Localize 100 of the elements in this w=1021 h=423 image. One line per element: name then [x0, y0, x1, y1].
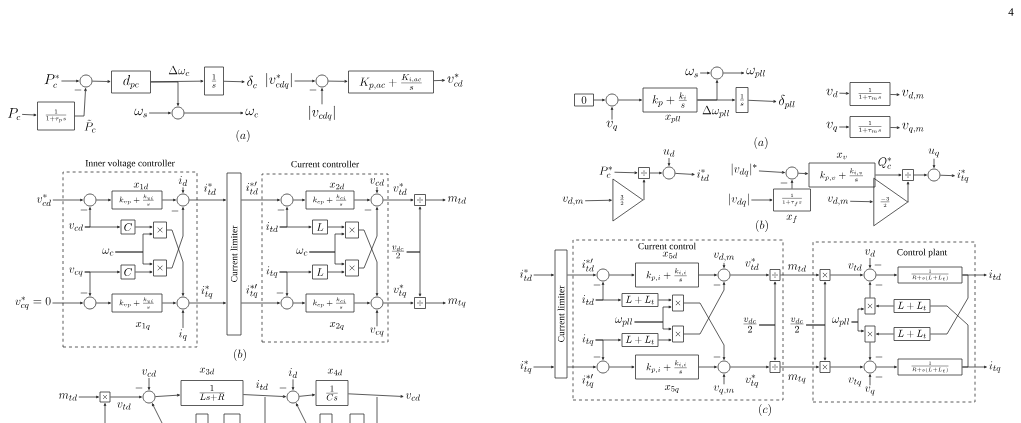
operator-block: $\times$ — [819, 361, 831, 373]
summing-junction — [171, 106, 185, 120]
arrow — [839, 92, 849, 95]
sign-label: $-$ — [74, 89, 82, 91]
arrow — [147, 377, 151, 390]
page-number: 4 — [1008, 8, 1014, 16]
edge-label: $v_{td}$ — [847, 263, 863, 271]
arrow — [354, 198, 370, 202]
sign-label: $-$ — [875, 376, 883, 378]
arrow — [298, 393, 315, 397]
arrow — [876, 332, 894, 336]
transfer-function-block: $L+L_t$ — [621, 293, 659, 307]
arrow — [181, 187, 185, 193]
arrow — [52, 301, 83, 305]
arrow — [723, 71, 745, 75]
operator-block: $\times$ — [864, 297, 876, 315]
operator-block: $\div$ — [638, 167, 650, 179]
sign-label: $-$ — [874, 264, 882, 266]
operator-block: $\div$ — [902, 169, 914, 181]
signal-label: $m_{td}$ — [447, 196, 466, 204]
sign-label: $-$ — [364, 209, 372, 211]
arrow — [595, 282, 605, 301]
arrow — [223, 80, 245, 84]
arrow — [243, 394, 286, 398]
arrow — [320, 88, 324, 105]
arrow — [876, 273, 897, 277]
arrow — [78, 395, 99, 399]
arrow — [683, 302, 726, 360]
edge-label: $v_{tq}$ — [847, 377, 863, 387]
state-label: $x_f$ — [786, 214, 797, 224]
edge-label: $v_{tq}^*$ — [392, 284, 408, 298]
arrow — [790, 180, 794, 189]
arrow — [383, 198, 414, 202]
signal-label: $\omega_c$ — [296, 248, 308, 256]
signal-label: $v_{cd}$ — [68, 223, 83, 231]
arrow — [584, 198, 612, 202]
signal-label: $v_{cd}^*$ — [36, 194, 51, 207]
arrow — [890, 126, 900, 129]
gain-block: $\times$ — [153, 221, 167, 239]
arrow — [189, 301, 226, 305]
arrow — [698, 365, 717, 369]
arrow — [110, 395, 142, 399]
sign-label: $-$ — [713, 284, 721, 286]
signal-label: $v_{d,m}$ — [562, 196, 584, 206]
arrow — [327, 270, 345, 274]
signal-label: $i_{td}^*$ — [520, 269, 532, 282]
state-label: $x_{5q}$ — [664, 384, 679, 393]
arrow — [851, 321, 864, 333]
transfer-function-block: $k_{cp}+\frac{k_{ci}}{s}$ — [305, 190, 355, 210]
limiter-block: Current limiter — [554, 249, 568, 379]
signal-label: $\delta_{pll}$ — [779, 94, 795, 109]
signal-label: $v_{cq}$ — [69, 267, 83, 277]
arrow — [84, 271, 92, 296]
state-label: $x_{2q}$ — [329, 321, 344, 330]
arrow — [868, 257, 872, 268]
transfer-function-block: $k_{vp}+\frac{k_{vi}}{s}$ — [111, 293, 163, 313]
arrow — [642, 179, 646, 201]
signal-label: $i_{tq}$ — [989, 361, 1001, 373]
edge-label: $Q_c^*$ — [877, 156, 893, 170]
arrow — [279, 271, 289, 296]
arrow — [593, 98, 605, 102]
arrow — [533, 365, 554, 369]
signal-label: $i_{tq}$ — [582, 334, 594, 346]
arrow — [358, 207, 379, 269]
signal-label: $P_c^*$ — [599, 166, 613, 178]
transfer-function-block: $k_{cp}+\frac{k_{ci}}{s}$ — [305, 293, 355, 313]
transfer-function-block: $\frac{1}{Cs}$ — [315, 380, 349, 406]
signal-label: $\omega_s$ — [685, 68, 698, 78]
signal-label: $u_d$ — [663, 149, 675, 157]
arrow — [868, 374, 872, 386]
arrow — [838, 125, 849, 129]
arrow — [913, 173, 927, 177]
sign-label: $-$ — [135, 387, 143, 389]
state-label: $x_{4d}$ — [327, 368, 343, 376]
edge-label: $i_{td}$ — [255, 379, 269, 391]
arrow — [425, 301, 446, 305]
arrow — [906, 181, 910, 203]
sign-label: $-$ — [713, 356, 721, 358]
arrow — [697, 80, 719, 101]
arrow — [293, 301, 305, 305]
arrow — [406, 251, 422, 297]
signal-label: $v_{q,m}$ — [713, 385, 734, 395]
arrow — [162, 301, 176, 305]
arrow — [328, 80, 348, 83]
signal-label: $v_{cd}$ — [141, 369, 156, 377]
signal-label: $m_{td}$ — [58, 393, 77, 401]
state-label: $x_{pll}$ — [665, 114, 681, 123]
arrow — [780, 365, 819, 369]
arrow — [354, 301, 370, 305]
signal-label: $\frac{v_{dc}}{2}$ — [790, 317, 804, 333]
edge-label: $m_{td}$ — [787, 264, 807, 272]
arrow — [295, 403, 307, 423]
arrow — [533, 273, 554, 277]
transfer-function-block: $\frac{1}{R+s(L+L_t)}$ — [897, 266, 963, 284]
gain-block: $L$ — [312, 219, 328, 235]
arrow — [758, 170, 785, 174]
signal-label: $i_{td}$ — [582, 295, 594, 306]
arrow — [798, 172, 808, 175]
sign-label: $-$ — [279, 387, 287, 389]
sign-label: $-$ — [780, 182, 788, 184]
